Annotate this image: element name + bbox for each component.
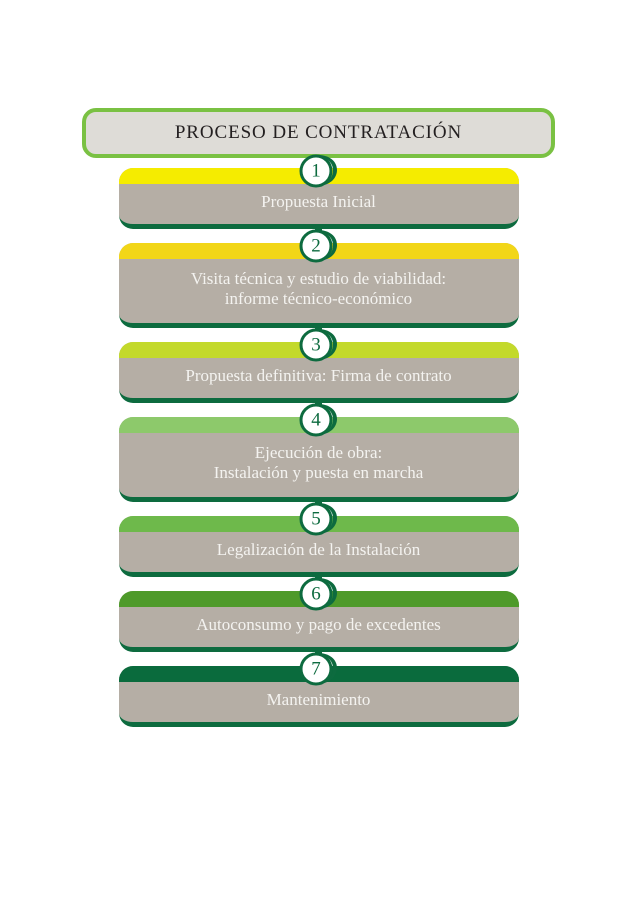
step-label: Propuesta Inicial — [261, 192, 376, 211]
step-label: Autoconsumo y pago de excedentes — [196, 615, 441, 635]
step-box[interactable]: Mantenimiento — [118, 666, 519, 728]
step-connector — [315, 502, 322, 517]
step-label: Visita técnica y estudio de viabilidad: … — [190, 269, 447, 309]
step-connector — [315, 403, 322, 418]
process-step[interactable]: 11Propuesta Inicial — [118, 154, 519, 244]
process-header: PROCESO DE CONTRATACIÓN — [82, 108, 555, 158]
process-step[interactable]: 55Legalización de la Instalación — [118, 502, 519, 592]
process-step[interactable]: 66Autoconsumo y pago de excedentes — [118, 577, 519, 667]
process-step[interactable]: 33Propuesta definitiva: Firma de contrat… — [118, 328, 519, 418]
page-title: PROCESO DE CONTRATACIÓN — [174, 122, 463, 143]
step-connector — [315, 229, 322, 244]
step-connector — [315, 328, 322, 343]
step-box[interactable]: Autoconsumo y pago de excedentes — [118, 591, 519, 653]
process-steps-list: 11Propuesta Inicial22Visita técnica y es… — [0, 154, 637, 728]
process-step[interactable]: 44Ejecución de obra: Instalación y puest… — [118, 403, 519, 517]
step-box[interactable]: Propuesta Inicial — [118, 168, 519, 230]
step-label: Mantenimiento — [266, 690, 371, 710]
step-label: Legalización de la Instalación — [216, 540, 421, 560]
step-label: Ejecución de obra: Instalación y puesta … — [213, 443, 424, 483]
step-box[interactable]: Propuesta definitiva: Firma de contrato — [118, 342, 519, 404]
step-connector — [315, 577, 322, 592]
process-step[interactable]: 77Mantenimiento — [118, 652, 519, 728]
step-box[interactable]: Visita técnica y estudio de viabilidad: … — [118, 243, 519, 329]
step-connector — [315, 652, 322, 667]
step-label: Propuesta definitiva: Firma de contrato — [185, 366, 452, 386]
process-step[interactable]: 22Visita técnica y estudio de viabilidad… — [118, 229, 519, 343]
step-box[interactable]: Legalización de la Instalación — [118, 516, 519, 578]
step-box[interactable]: Ejecución de obra: Instalación y puesta … — [118, 417, 519, 503]
